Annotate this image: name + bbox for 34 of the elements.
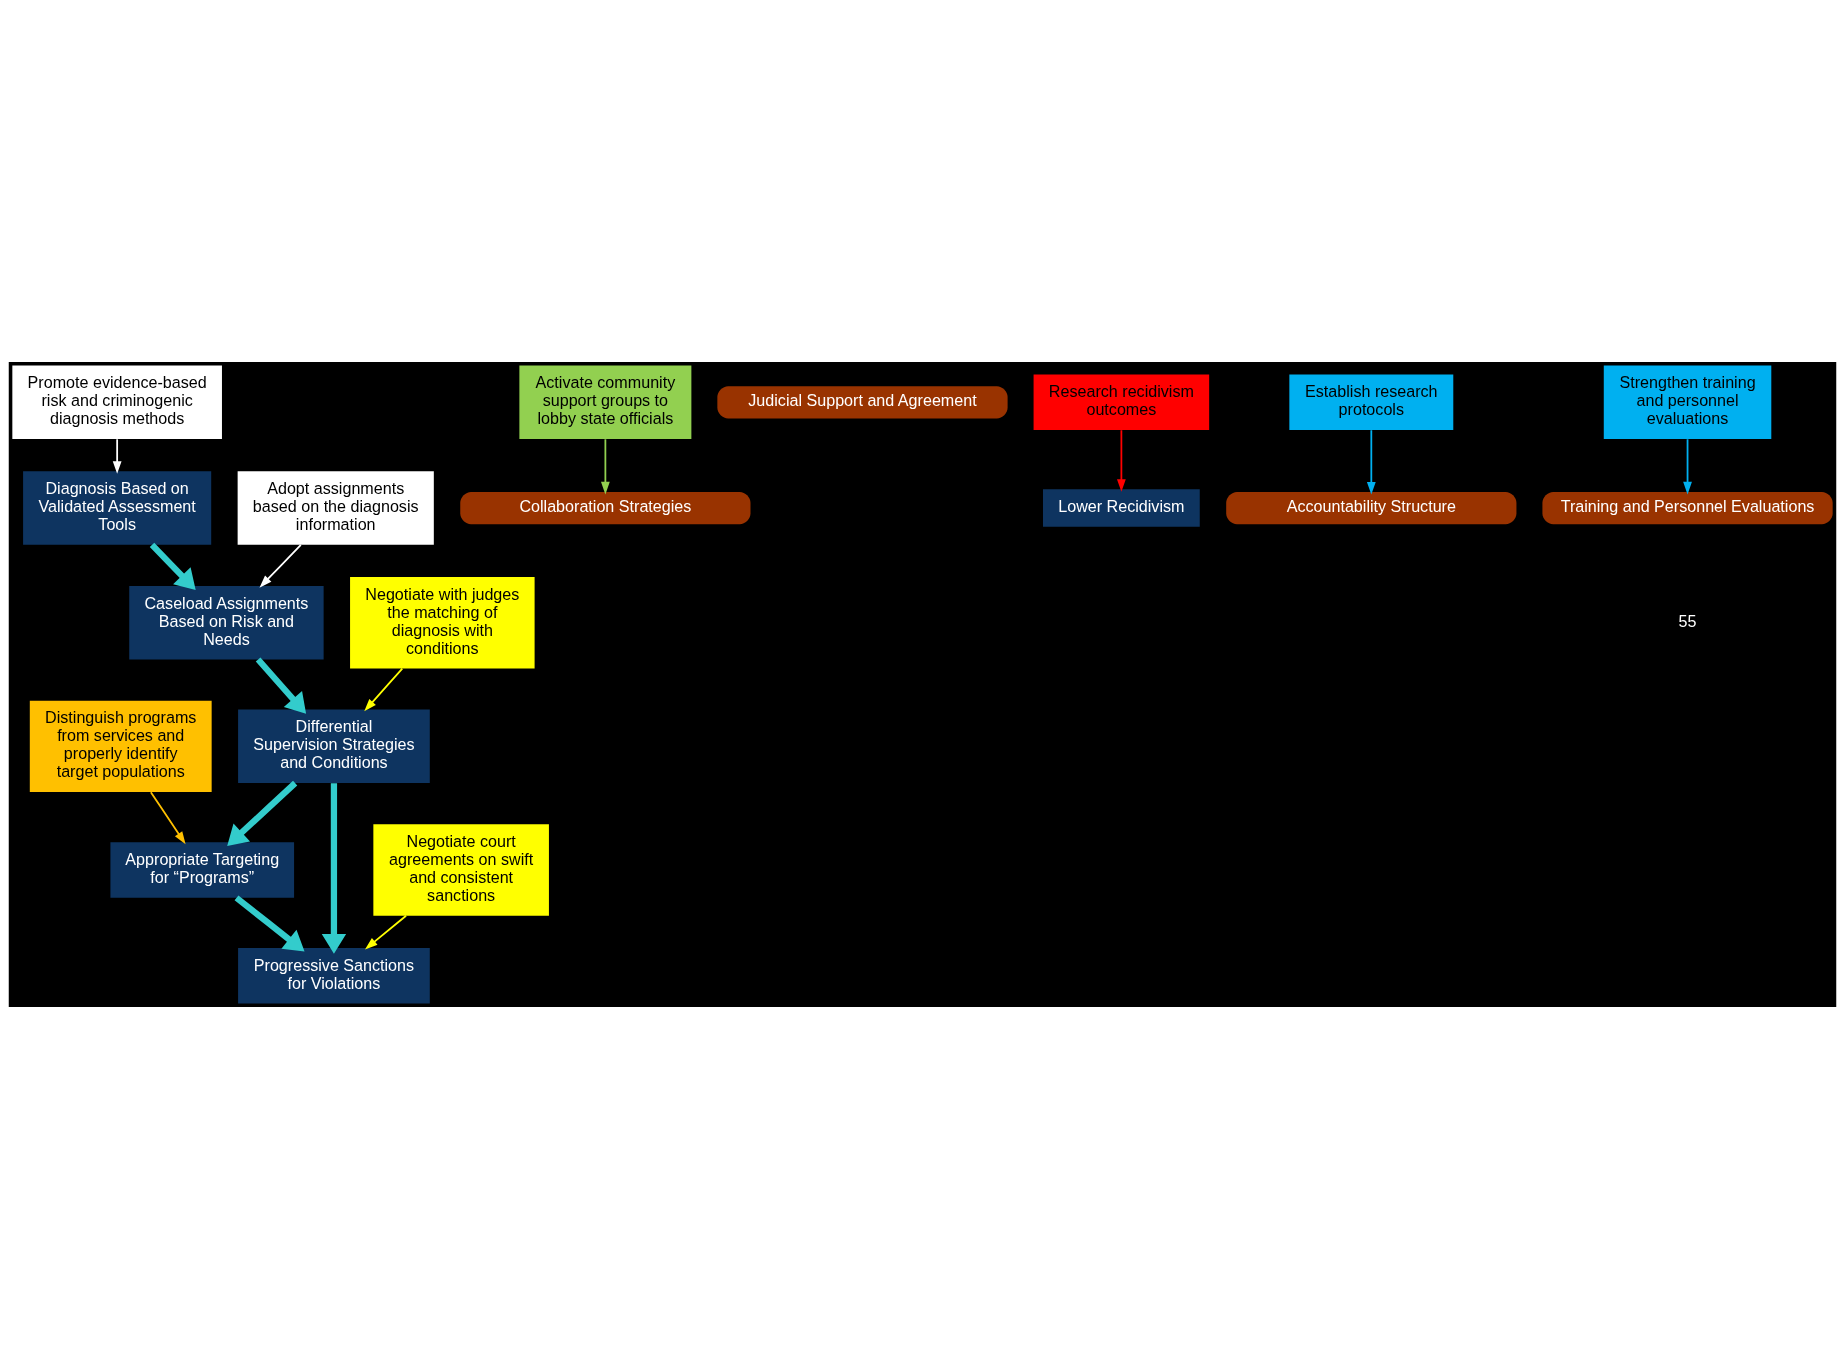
node-box: Lower Recidivism (1043, 489, 1200, 527)
arrow (321, 783, 347, 954)
arrow (227, 780, 298, 846)
arrow (259, 544, 302, 588)
arrow (1116, 429, 1126, 492)
node-box: Collaboration Strategies (460, 491, 751, 525)
arrow (364, 667, 404, 712)
label: 55 (1678, 611, 1697, 630)
node-box: Negotiate with judges the matching of diagnosis with conditions (350, 577, 535, 669)
arrow (1683, 438, 1692, 495)
node-box: Diagnosis Based on Validated Assessment Tools (23, 471, 212, 545)
node-box: Caseload Assignments Based on Risk and Needs (129, 585, 324, 660)
node-box: Promote evidence-based risk and criminogenic diagnosis methods (12, 365, 222, 440)
arrow (112, 438, 122, 474)
node-box: Progressive Sanctions for Violations (238, 947, 430, 1004)
arrow (1366, 429, 1376, 495)
node-box: Accountability Structure (1226, 491, 1517, 525)
node-box: Appropriate Targeting for “Programs” (110, 842, 295, 898)
node-box: Differential Supervision Strategies and Conditions (238, 709, 430, 784)
node-box: Activate community support groups to lobby state officials (519, 365, 692, 440)
arrow (149, 791, 186, 845)
arrow (364, 914, 407, 950)
node-box: Strengthen training and personnel evaluations (1603, 365, 1772, 440)
node-box: Establish research protocols (1289, 374, 1454, 431)
node-box: Distinguish programs from services and properly identify target populations (29, 700, 212, 792)
node-box: Negotiate court agreements on swift and consistent sanctions (373, 824, 549, 916)
arrow (234, 895, 305, 952)
arrow (149, 542, 196, 591)
node-box: Judicial Support and Agreement (717, 386, 1008, 419)
arrow (600, 438, 610, 495)
arrow (255, 657, 307, 714)
node-box: Training and Personnel Evaluations (1542, 491, 1833, 525)
node-box: Adopt assignments based on the diagnosis information (237, 471, 434, 545)
node-box: Research recidivism outcomes (1033, 374, 1210, 431)
